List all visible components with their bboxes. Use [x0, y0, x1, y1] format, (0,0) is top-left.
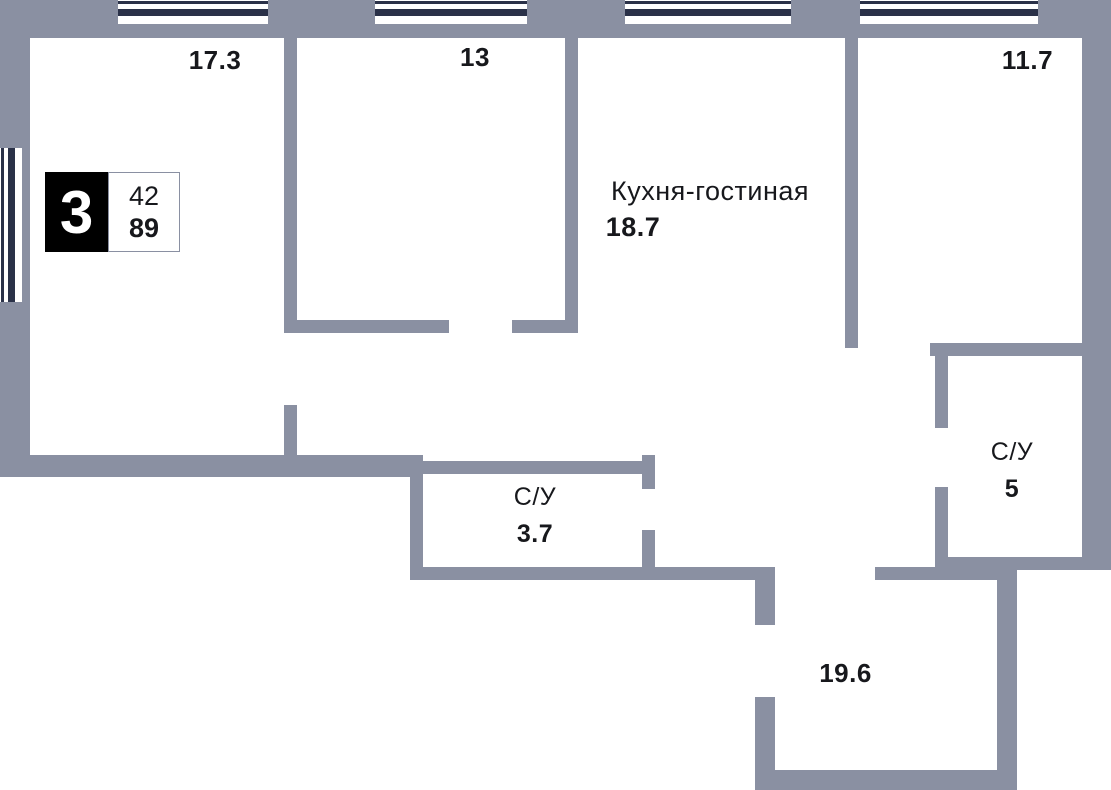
wall-left-lower: [0, 302, 30, 477]
window-glass-line: [8, 148, 15, 302]
window-frame-line: [375, 1, 527, 4]
apartment-number-top: 42: [128, 181, 160, 211]
window-frame-line: [860, 1, 1038, 4]
window-glass-line: [118, 9, 268, 16]
wall-pier: [268, 0, 375, 26]
wall-pier: [0, 0, 118, 26]
window-glass-line: [375, 9, 527, 16]
room-label-11-7: 11.7: [1001, 45, 1054, 75]
wall-bath5-left: [935, 343, 948, 428]
wall-kitchen-room11: [845, 38, 858, 348]
room-count-badge: 3: [45, 172, 108, 252]
room-label-13: 13: [460, 42, 490, 72]
wall-room13-bottom: [284, 320, 449, 333]
room-label-kitchen-area: 18.7: [605, 212, 661, 242]
wall-bath5-left: [935, 487, 948, 570]
window-symbol: [625, 0, 791, 26]
apartment-numbers: 42 89: [108, 172, 180, 252]
wall-room13-bottom: [512, 320, 578, 333]
room-label-17-3: 17.3: [188, 45, 242, 75]
wall-bottom-middle: [410, 567, 775, 580]
window-symbol: [0, 148, 22, 302]
wall-bath37-right: [642, 455, 655, 489]
window-glass-line: [625, 9, 791, 16]
wall-room17-bottom: [0, 455, 423, 477]
room-label-bath-3-7: С/У 3.7: [470, 483, 600, 549]
wall-top-band: [0, 24, 1111, 38]
wall-pier: [1038, 0, 1111, 26]
wall-pier: [527, 0, 625, 26]
window-glass-line: [860, 9, 1038, 16]
room-label-kitchen-name: Кухня-гостиная: [610, 176, 810, 206]
wall-hall-top-right: [875, 567, 997, 580]
bath-5-name: С/У: [990, 438, 1034, 466]
window-frame-line: [118, 1, 268, 4]
window-symbol: [118, 0, 268, 26]
wall-hall-left-stub: [755, 580, 775, 625]
wall-bath37-left: [410, 461, 423, 580]
room-label-bath-5: С/У 5: [948, 438, 1076, 504]
wall-hall-left-lower: [755, 697, 775, 790]
wall-left-upper: [0, 38, 30, 148]
apartment-badge: 3 42 89: [45, 172, 180, 252]
wall-room13-kitchen: [565, 38, 578, 333]
wall-hall-bottom: [755, 770, 1017, 790]
wall-right: [1082, 38, 1111, 570]
window-frame-line: [1, 148, 4, 302]
window-symbol: [375, 0, 527, 26]
wall-room11-bottom: [930, 343, 1082, 356]
bath-3-7-area: 3.7: [516, 520, 554, 548]
window-symbol: [860, 0, 1038, 26]
bath-5-area: 5: [1004, 475, 1020, 503]
bath-3-7-name: С/У: [513, 483, 557, 511]
room-label-19-6: 19.6: [819, 658, 872, 688]
wall-left-window-inner: [22, 148, 30, 302]
wall-room17-room13: [284, 38, 297, 333]
wall-bath37-top: [410, 461, 655, 474]
apartment-number-bottom: 89: [128, 213, 160, 243]
wall-hall-right: [997, 567, 1017, 790]
window-frame-line: [625, 1, 791, 4]
wall-bath5-bottom: [935, 557, 1111, 570]
wall-pier: [791, 0, 860, 26]
